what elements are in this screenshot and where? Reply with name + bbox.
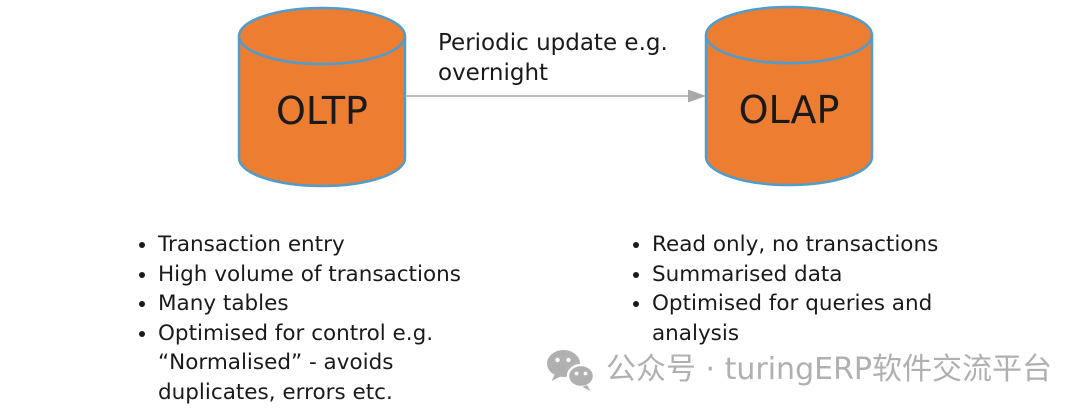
- list-item: Summarised data: [652, 260, 1052, 290]
- database-cylinder-shape: [704, 5, 874, 187]
- olap-feature-list: Read only, no transactions Summarised da…: [614, 230, 1052, 348]
- list-item: Many tables: [158, 289, 558, 319]
- database-cylinder-shape: [237, 6, 407, 188]
- list-item: Optimised for queries and analysis: [652, 289, 1052, 348]
- right-arrow: [405, 89, 706, 103]
- olap-label: OLAP: [738, 88, 840, 132]
- list-item: Optimised for control e.g. “Normalised” …: [158, 319, 558, 408]
- oltp-label: OLTP: [276, 89, 368, 133]
- list-item: Read only, no transactions: [652, 230, 1052, 260]
- oltp-feature-list: Transaction entry High volume of transac…: [120, 230, 558, 407]
- list-item: High volume of transactions: [158, 260, 558, 290]
- arrow-label: Periodic update e.g. overnight: [438, 30, 668, 86]
- olap-database-cylinder: OLAP: [704, 5, 874, 187]
- list-item: Transaction entry: [158, 230, 558, 260]
- watermark-text: 公众号 · turingERP软件交流平台: [606, 352, 1053, 387]
- oltp-database-cylinder: OLTP: [237, 6, 407, 188]
- wechat-icon: [547, 350, 596, 391]
- watermark: 公众号 · turingERP软件交流平台: [546, 349, 1052, 391]
